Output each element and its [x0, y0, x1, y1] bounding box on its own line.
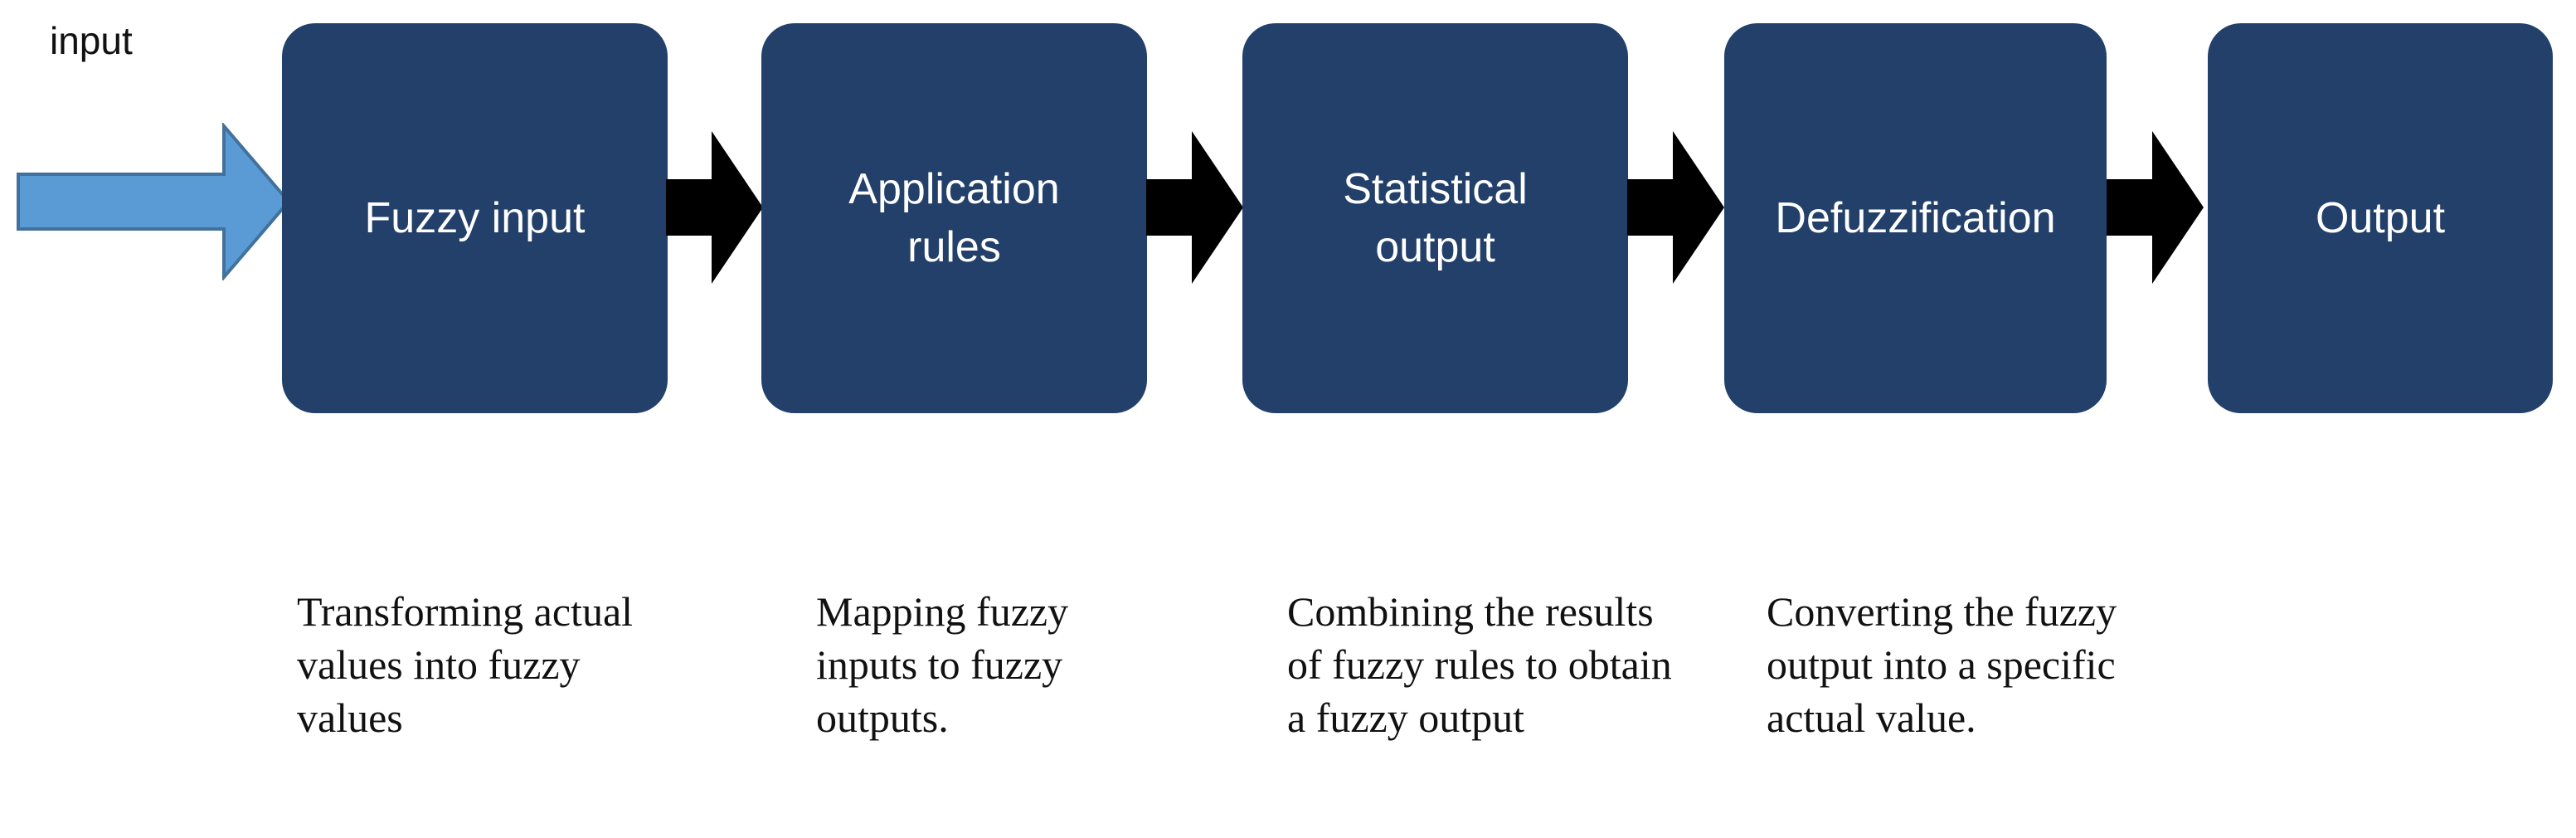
stage-box-application-rules[interactable]: Application rules [761, 23, 1147, 413]
connector-right-arrow-icon [2107, 131, 2204, 284]
stage-box-statistical-output[interactable]: Statistical output [1242, 23, 1628, 413]
connector-right-arrow-icon [1146, 131, 1244, 284]
stage-caption-fuzzy-input: Transforming actual values into fuzzy va… [297, 588, 634, 741]
stage-caption-defuzzification: Converting the fuzzy output into a speci… [1767, 588, 2117, 741]
stage-caption-statistical-output: Combining the results of fuzzy rules to … [1287, 588, 1672, 741]
stage-caption-application-rules: Mapping fuzzy inputs to fuzzy outputs. [816, 588, 1069, 741]
stage-label: Statistical output [1343, 164, 1528, 271]
stage-label: Defuzzification [1775, 193, 2056, 242]
connector-right-arrow-icon [666, 131, 764, 284]
connector-right-arrow-icon [1627, 131, 1725, 284]
stage-label: Fuzzy input [364, 193, 586, 242]
stage-box-defuzzification[interactable]: Defuzzification [1724, 23, 2107, 413]
stage-box-fuzzy-input[interactable]: Fuzzy input [282, 23, 668, 413]
stage-label: Output [2315, 193, 2446, 242]
stage-box-output[interactable]: Output [2208, 23, 2553, 413]
stage-label: Application rules [848, 164, 1060, 271]
input-label: input [50, 19, 133, 62]
input-arrow-icon [17, 121, 291, 282]
